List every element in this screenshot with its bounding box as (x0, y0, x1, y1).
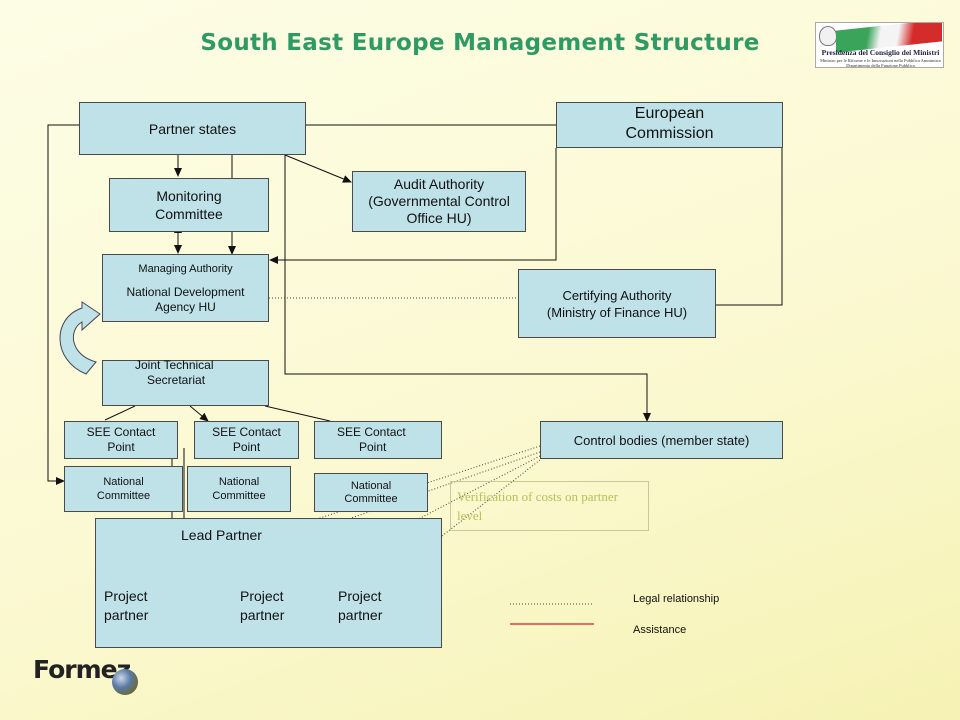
national-committee-3-line1: National (350, 479, 392, 492)
control-bodies-label: Control bodies (member state) (573, 432, 750, 448)
lead-partner-box (95, 518, 442, 648)
national-committee-2-line2: Committee (212, 490, 266, 502)
lead-partner-label: Lead Partner (181, 527, 262, 543)
partner-states-label: Partner states (148, 120, 237, 137)
partner-states-box: Partner states (79, 102, 306, 155)
logo-text-line1: Presidenza del Consiglio dei Ministri (821, 48, 940, 57)
project-partner-3-line2: partner (338, 607, 383, 623)
audit-authority-line3: Office HU) (406, 210, 472, 226)
project-partner-3-line1: Project (338, 588, 382, 604)
audit-authority-line1: Audit Authority (393, 176, 485, 192)
italian-government-logo: Presidenza del Consiglio dei Ministri Mi… (815, 22, 944, 68)
european-commission-box: European Commission (556, 102, 783, 148)
control-bodies-box: Control bodies (member state) (540, 421, 783, 459)
see-contact-point-2-line1: SEE Contact (212, 425, 281, 439)
managing-authority-line2: Agency HU (155, 300, 216, 314)
jts-line2: Secretariat (147, 373, 206, 387)
monitoring-committee-box: Monitoring Committee (109, 178, 269, 232)
connector-ec-certifying (716, 148, 783, 306)
monitoring-committee-line2: Committee (155, 206, 223, 222)
see-contact-point-3-line1: SEE Contact (337, 425, 406, 439)
verification-note: Verification of costs on partner level (450, 481, 649, 531)
see-contact-point-1-line1: SEE Contact (86, 425, 156, 439)
jts-box: Joint Technical Secretariat (102, 358, 269, 406)
national-committee-3-line2: Committee (344, 492, 398, 505)
see-contact-point-2-line2: Point (232, 440, 261, 454)
project-partner-2-line1: Project (240, 588, 284, 604)
formez-logo: Formez (30, 655, 140, 695)
connector-jts-see2 (189, 405, 209, 422)
globe-icon (112, 669, 138, 695)
connector-ec-managing (269, 148, 557, 264)
connector-ps-national (47, 124, 79, 485)
managing-authority-label: Managing Authority (138, 263, 233, 275)
connector-ps-control (284, 155, 651, 422)
certifying-authority-box: Certifying Authority (Ministry of Financ… (518, 269, 716, 338)
audit-authority-line2: (Governmental Control (368, 193, 510, 209)
project-partner-2-line2: partner (240, 607, 285, 623)
page-title: South East Europe Management Structure (200, 30, 760, 56)
national-committee-3: National Committee (314, 473, 428, 512)
national-committee-1-line2: Committee (96, 490, 151, 502)
logo-text-line3: Dipartimento della Funzione Pubblica (846, 63, 915, 68)
legend-assistance-label: Assistance (633, 624, 687, 636)
jts-line1: Joint Technical (135, 358, 214, 372)
certifying-authority-line1: Certifying Authority (562, 287, 672, 303)
legend-legal-label: Legal relationship (633, 593, 720, 605)
project-partner-3: Project partner (338, 587, 382, 625)
national-committee-1: National Committee (64, 466, 183, 512)
logo-text-line2: Ministro per le Riforme e le Innovazioni… (820, 58, 941, 63)
project-partner-1: Project partner (104, 587, 148, 625)
connector-jts-see1 (104, 405, 136, 421)
national-committee-1-line1: National (103, 476, 144, 488)
see-contact-point-2: SEE Contact Point (194, 421, 299, 459)
see-contact-point-3-line2: Point (359, 440, 387, 454)
european-commission-line1: European (634, 105, 705, 122)
connector-jts-see3 (264, 405, 331, 422)
cycle-arrow-icon (59, 301, 101, 375)
managing-authority-line1: National Development (126, 285, 245, 299)
monitoring-committee-line1: Monitoring (156, 188, 222, 204)
european-commission-line2: Commission (625, 125, 714, 142)
project-partner-1-line2: partner (104, 607, 149, 623)
project-partner-1-line1: Project (104, 588, 148, 604)
national-committee-2: National Committee (187, 466, 291, 512)
national-committee-2-line1: National (218, 476, 260, 488)
certifying-authority-line2: (Ministry of Finance HU) (546, 304, 688, 320)
see-contact-point-1-line2: Point (107, 440, 135, 454)
see-contact-point-3: SEE Contact Point (314, 421, 442, 459)
project-partner-2: Project partner (240, 587, 284, 625)
audit-authority-box: Audit Authority (Governmental Control Of… (352, 171, 526, 232)
connector-ps-audit (284, 154, 352, 183)
managing-authority-box: Managing Authority National Development … (102, 254, 269, 322)
see-contact-point-1: SEE Contact Point (64, 421, 178, 459)
